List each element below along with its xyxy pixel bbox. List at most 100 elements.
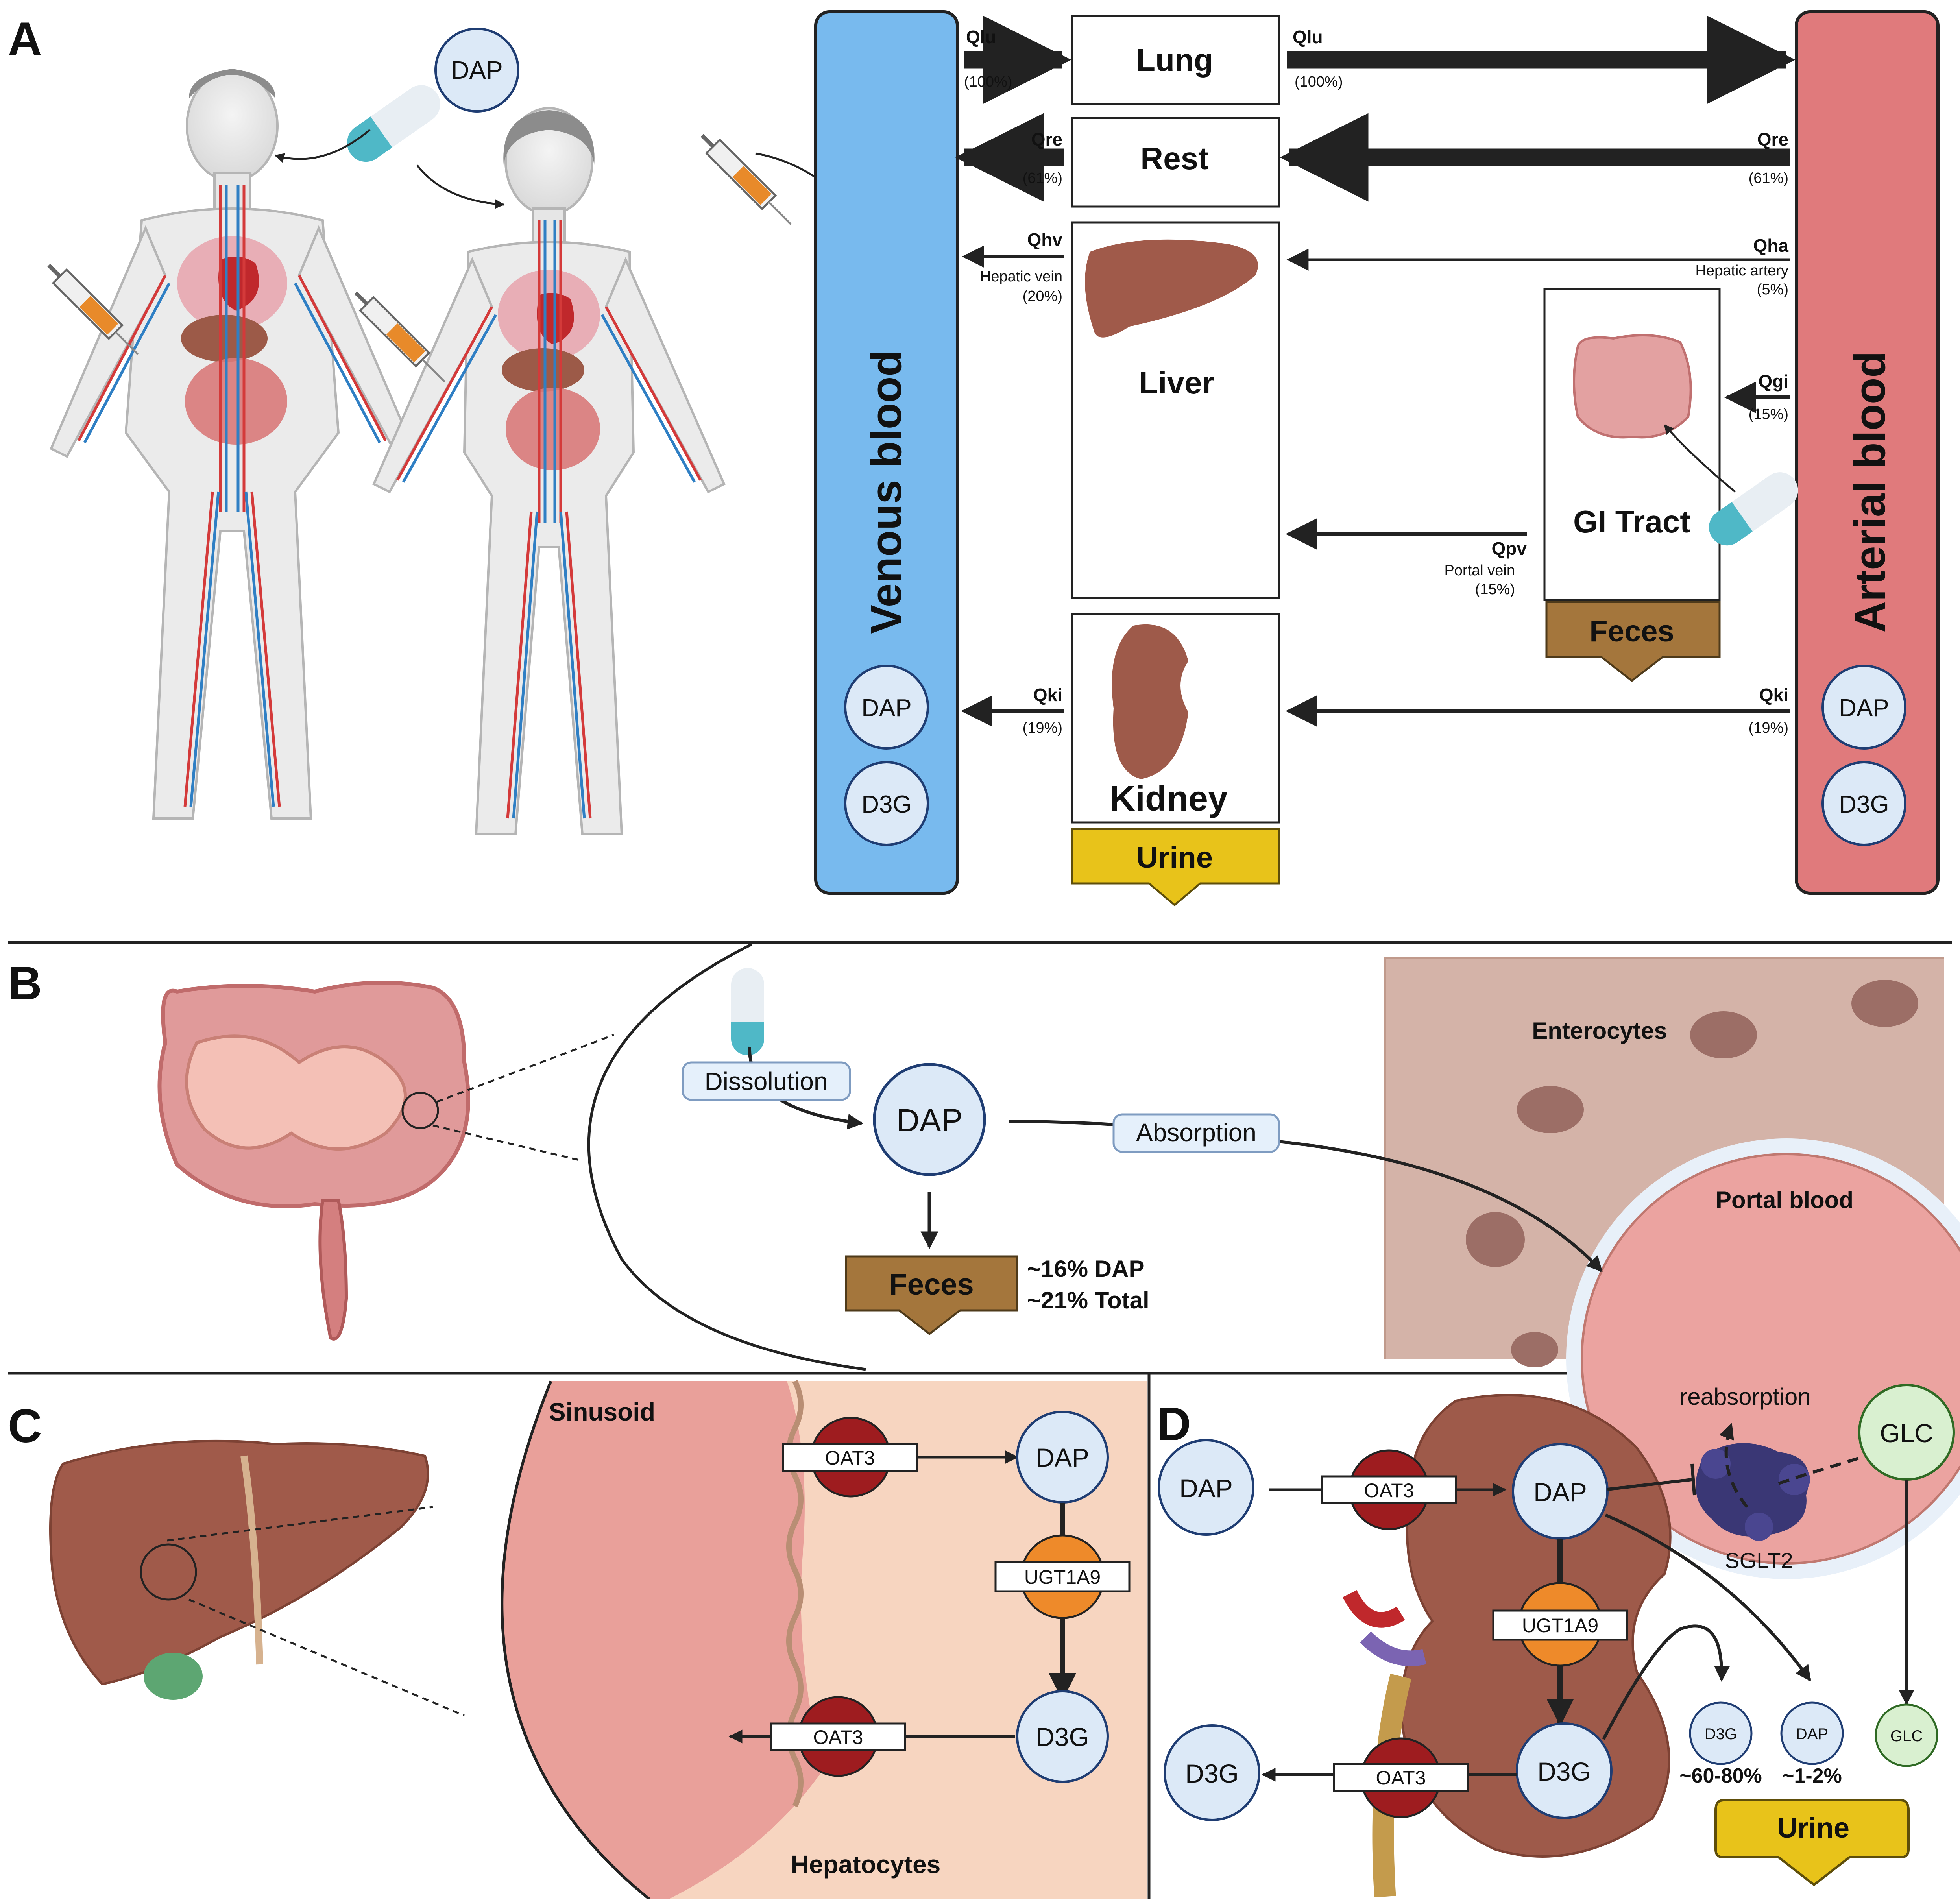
qlu-out-pct: (100%)	[1295, 74, 1343, 90]
urine-tag-d-label: Urine	[1777, 1812, 1849, 1844]
arterial-blood-label: Arterial blood	[1846, 351, 1894, 632]
arterial-dap-species: DAP	[1821, 665, 1906, 750]
venous-dap-species: DAP	[844, 665, 929, 750]
qlu-in-pct: (100%)	[964, 74, 1012, 90]
dap-lumen-label: DAP	[896, 1103, 963, 1138]
qgi-label: Qgi	[1758, 371, 1788, 392]
oat3-bottom-liver-label: OAT3	[813, 1726, 863, 1748]
capsule-icon	[347, 85, 440, 162]
zoom-line-top	[436, 1034, 614, 1103]
intestine-illustration	[157, 981, 470, 1341]
qha-label: Qha	[1753, 235, 1789, 256]
sglt2-inhibition-line	[1607, 1478, 1692, 1491]
enterocytes-illustration	[1384, 957, 1960, 1579]
oat3-box-top-kidney	[1321, 1475, 1457, 1504]
d3g-tubular-label: D3G	[1537, 1757, 1591, 1786]
ugt1a9-box-kidney	[1492, 1609, 1628, 1641]
gi-tract-organ-icon	[1573, 334, 1692, 439]
rest-compartment	[1071, 117, 1280, 208]
d3g-hepatocyte-label: D3G	[1036, 1722, 1089, 1751]
ugt1a9-liver-label: UGT1A9	[1024, 1566, 1101, 1588]
qlu-in-label: Qlu	[966, 27, 996, 47]
d3g-tubular-node	[1516, 1722, 1613, 1819]
dap-blood-kidney-label: DAP	[1179, 1474, 1233, 1503]
rest-label: Rest	[1140, 141, 1208, 176]
portal-blood-label: Portal blood	[1716, 1187, 1853, 1213]
dap-lumen-node	[873, 1063, 986, 1176]
d3g-blood-kidney-label: D3G	[1185, 1759, 1239, 1788]
liver-organ-icon	[1085, 239, 1258, 338]
panel-label-b: B	[8, 957, 42, 1010]
urine-tag-label: Urine	[1136, 841, 1213, 874]
human-body-male-illustration	[50, 69, 415, 820]
liver-label: Liver	[1139, 365, 1214, 400]
qki-venous-label: Qki	[1033, 685, 1062, 705]
ugt1a9-box-liver	[994, 1561, 1131, 1592]
feces-tag-label: Feces	[1589, 615, 1674, 648]
zoom-circle-liver	[140, 1543, 197, 1601]
ugt1a9-kidney-label: UGT1A9	[1522, 1615, 1599, 1637]
oat3-box-bottom-kidney	[1333, 1763, 1469, 1792]
qhv-sub: Hepatic vein	[980, 268, 1062, 285]
qki-arterial-label: Qki	[1759, 685, 1788, 705]
dap-urine-label: DAP	[1796, 1725, 1828, 1743]
feces-tag	[1545, 601, 1721, 682]
arterial-d3g-species: D3G	[1821, 761, 1906, 846]
qre-in-pct: (61%)	[1023, 170, 1062, 187]
oat3-box-bottom-liver	[770, 1722, 906, 1751]
feces-dap-pct: ~16% DAP	[1027, 1256, 1144, 1282]
human-body-female-illustration	[372, 107, 726, 835]
dap-hepatocyte-label: DAP	[1036, 1443, 1089, 1472]
dissolution-label: Dissolution	[704, 1067, 828, 1095]
qha-pct: (5%)	[1757, 281, 1788, 298]
dissolution-box	[682, 1061, 851, 1101]
oat3-top-kidney-label: OAT3	[1364, 1480, 1414, 1502]
qre-out-pct: (61%)	[1749, 170, 1788, 187]
qpv-pct: (15%)	[1475, 581, 1515, 598]
lung-label: Lung	[1136, 42, 1213, 78]
arterial-d3g-label: D3G	[1839, 791, 1889, 818]
liver-illustration	[49, 1439, 429, 1700]
oat3-bottom-kidney-label: OAT3	[1376, 1767, 1426, 1789]
syringe-icon-female	[354, 291, 445, 382]
kidney-organ-icon	[1112, 624, 1188, 779]
dap-urine-node	[1780, 1701, 1844, 1765]
dap-to-urine-arrow	[1605, 1513, 1812, 1682]
lumen-boundary	[587, 943, 866, 1371]
syringe-icon-male	[47, 264, 139, 355]
d3g-blood-node-kidney	[1164, 1724, 1260, 1821]
absorption-arrow	[1009, 1120, 1603, 1272]
panel-label-d: D	[1157, 1398, 1191, 1450]
gi-tract-label: GI Tract	[1573, 504, 1690, 539]
d3g-urine-node	[1689, 1701, 1753, 1765]
glc-label: GLC	[1880, 1419, 1933, 1448]
panel-label-c: C	[8, 1400, 42, 1452]
dap-bubble-label: DAP	[451, 56, 503, 84]
reabsorption-arrow	[1719, 1423, 1749, 1508]
sinusoid-region	[502, 1381, 822, 1899]
d3g-urine-label: D3G	[1705, 1725, 1737, 1743]
feces-tag-b	[845, 1255, 1018, 1336]
kidney-label: Kidney	[1110, 779, 1228, 818]
qhv-label: Qhv	[1027, 229, 1063, 250]
feces-tag-b-label: Feces	[889, 1268, 974, 1301]
venous-d3g-label: D3G	[861, 791, 911, 818]
sglt2-label: SGLT2	[1725, 1548, 1793, 1573]
glc-urine-label: GLC	[1890, 1727, 1923, 1745]
qki-arterial-pct: (19%)	[1749, 720, 1788, 736]
qpv-sub: Portal vein	[1444, 562, 1515, 579]
capsule-icon-gi	[1709, 472, 1798, 546]
lung-compartment	[1071, 15, 1280, 105]
sglt2-transporter-icon	[1696, 1443, 1810, 1541]
qre-in-label: Qre	[1031, 129, 1062, 150]
qha-sub: Hepatic artery	[1695, 262, 1788, 279]
urine-tag-d	[1714, 1799, 1910, 1886]
absorption-label: Absorption	[1136, 1118, 1256, 1147]
dap-blood-node-kidney	[1158, 1439, 1254, 1536]
qlu-out-label: Qlu	[1293, 27, 1323, 47]
qki-venous-pct: (19%)	[1023, 720, 1062, 736]
d3g-to-urine-arrow	[1602, 1624, 1730, 1740]
dap-urine-pct: ~1-2%	[1782, 1764, 1842, 1787]
zoom-circle-intestine	[401, 1092, 439, 1129]
